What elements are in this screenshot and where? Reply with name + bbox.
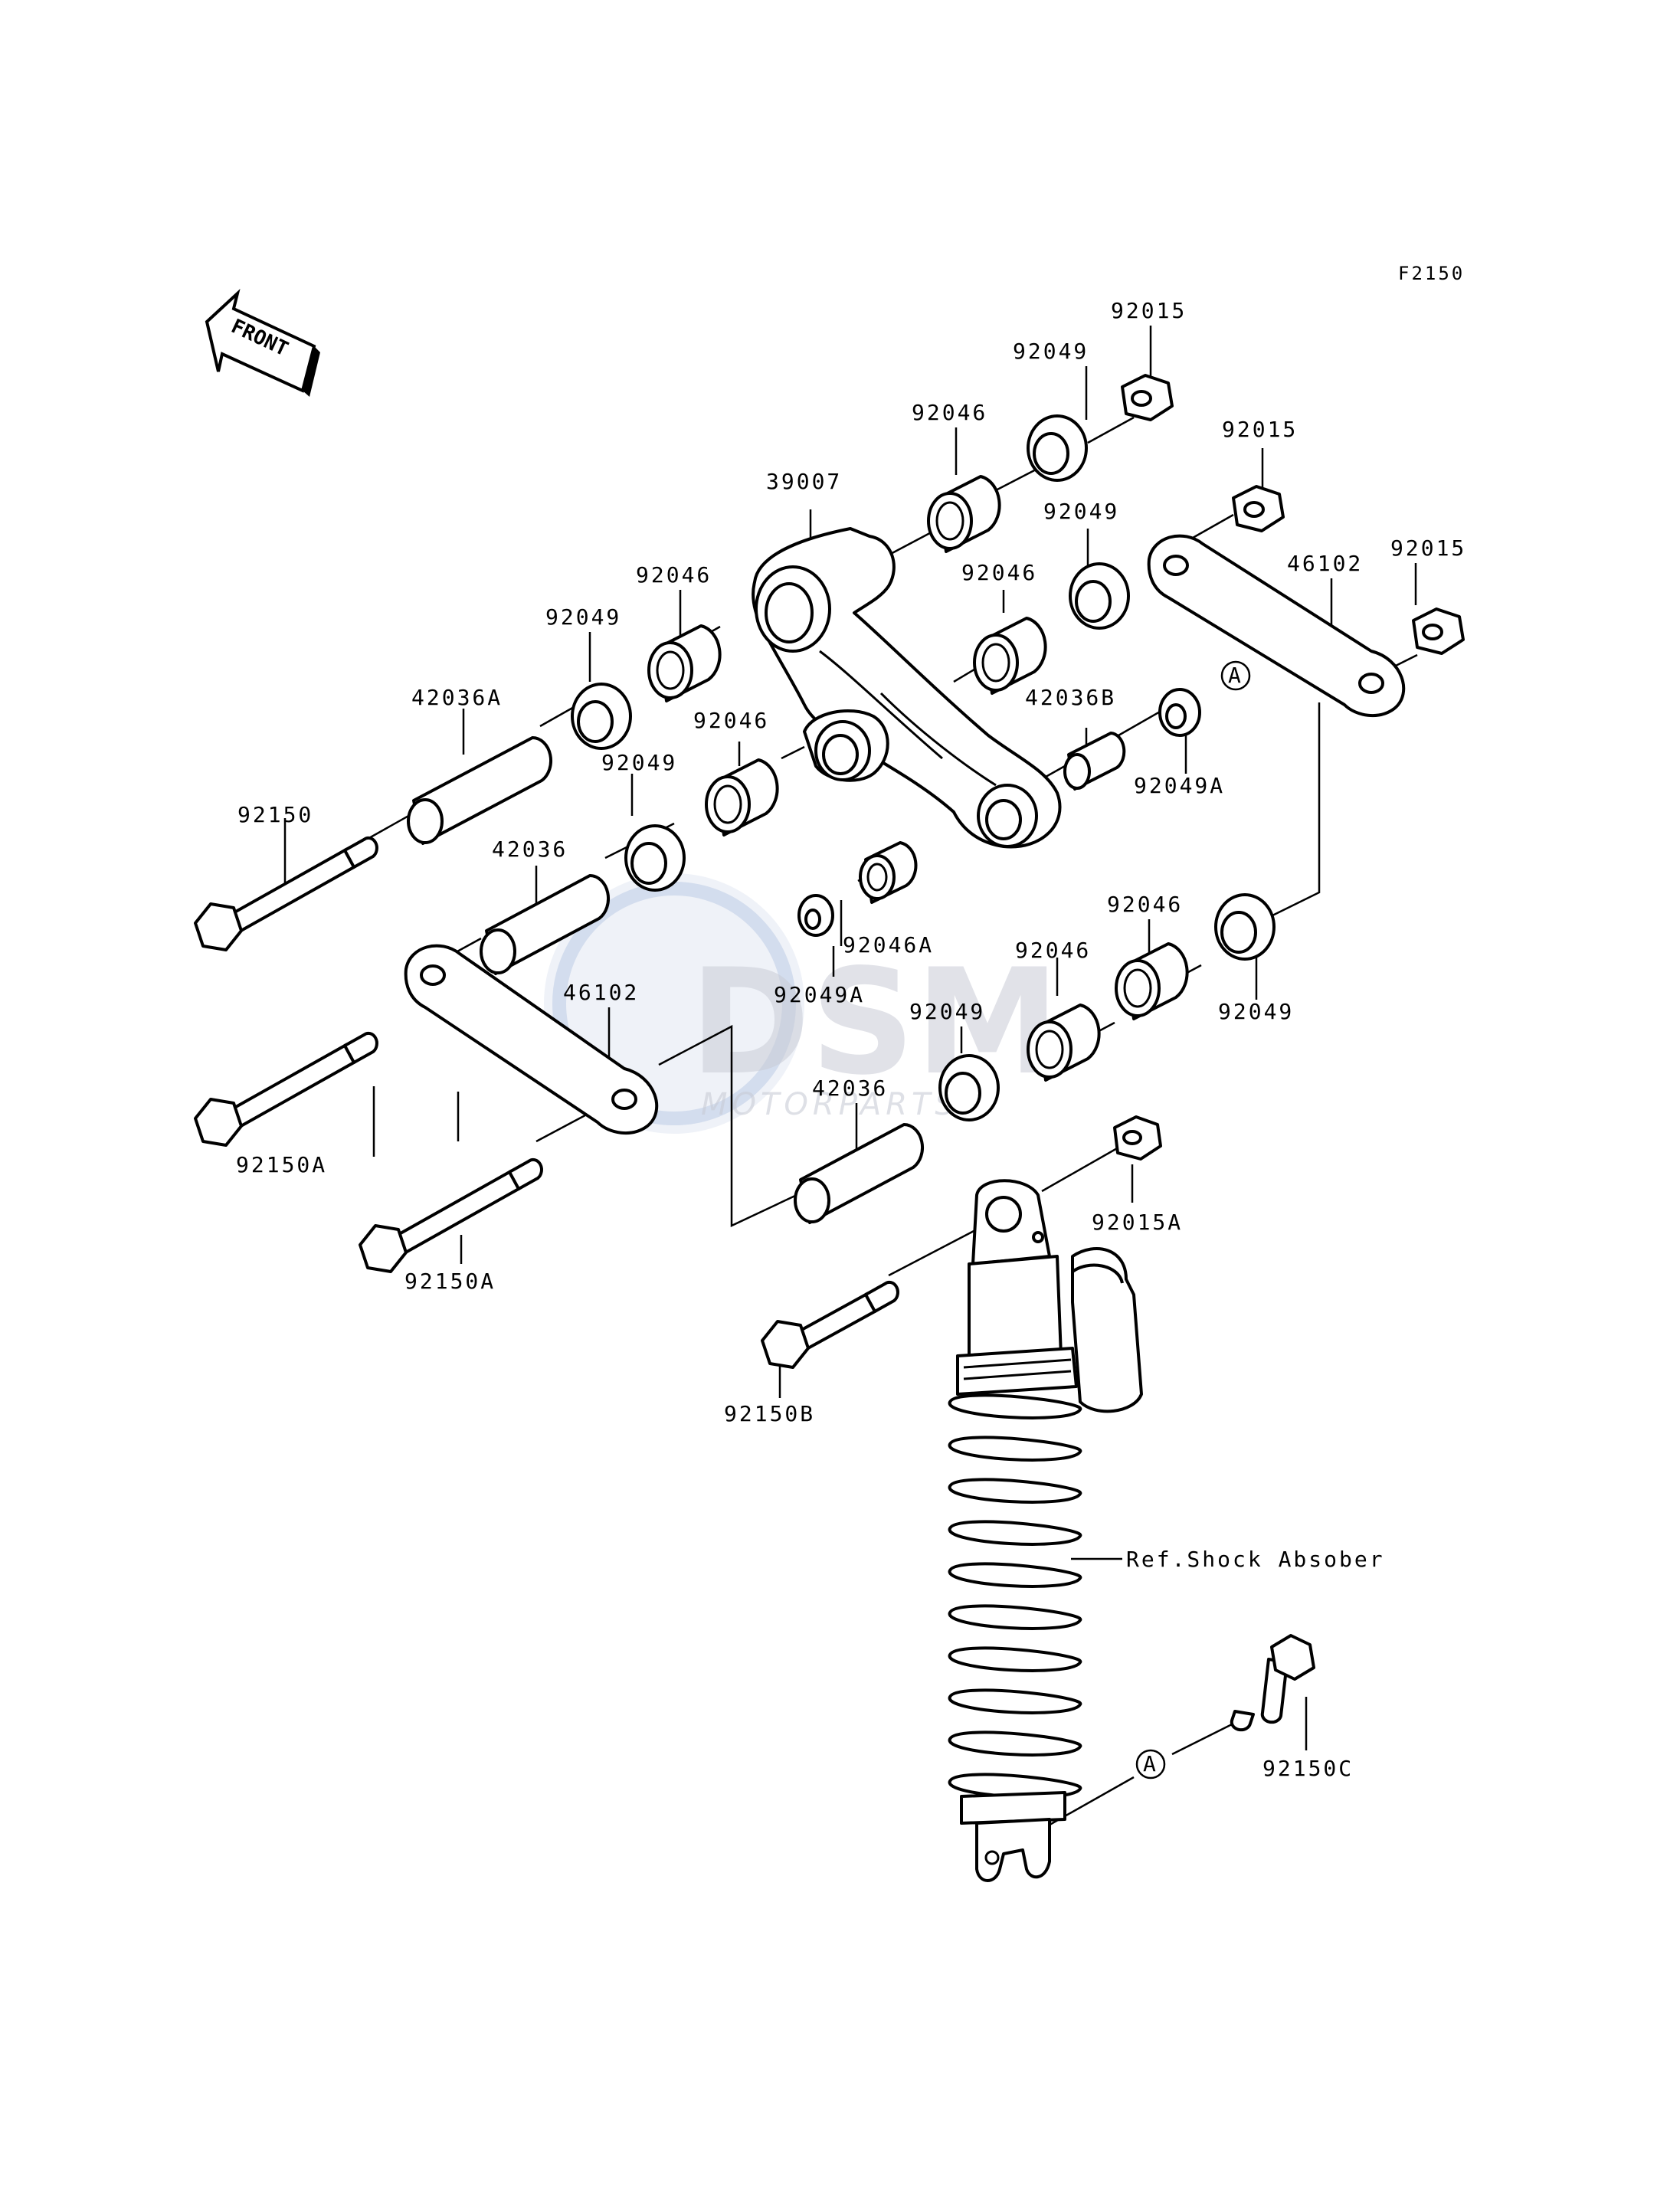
bolt-92150A-lower	[359, 1157, 543, 1273]
bearing-92046-c	[973, 617, 1047, 695]
part-labels: 92015 92049 92046 39007 92015 92049 9201…	[236, 298, 1466, 1781]
bearing-92046A	[859, 841, 918, 904]
nut-92015A	[1113, 1115, 1162, 1161]
label-92150A: 92150A	[236, 1152, 327, 1177]
label-92150C: 92150C	[1262, 1756, 1354, 1781]
label-42036: 42036	[812, 1076, 888, 1101]
callout-a-upper-text: A	[1228, 663, 1243, 688]
label-92046: 92046	[961, 560, 1037, 585]
tie-rod-46102-upper	[1147, 534, 1406, 718]
label-92049: 92049	[545, 604, 621, 630]
seal-92049-b	[1069, 562, 1130, 630]
collar-42036A	[407, 736, 553, 845]
label-92046: 92046	[1107, 892, 1183, 917]
seal-92049-f	[938, 1054, 1000, 1121]
tie-rod-46102-lower	[404, 944, 659, 1135]
label-92150A: 92150A	[404, 1269, 496, 1294]
label-46102: 46102	[563, 980, 639, 1005]
bearing-92046-b	[647, 624, 722, 702]
bolt-92150	[194, 836, 378, 951]
label-42036A: 42036A	[411, 685, 503, 710]
collar-42036-lower	[794, 1123, 925, 1224]
bolt-92150C	[1230, 1634, 1315, 1732]
callout-a-lower: A	[1135, 1749, 1166, 1780]
label-92150B: 92150B	[724, 1401, 815, 1426]
label-92049A: 92049A	[774, 982, 865, 1007]
watermark-sub: MOTORPARTS	[701, 1087, 959, 1122]
seal-92049-c	[571, 683, 632, 750]
collar-42036-upper	[480, 874, 611, 975]
label-92046: 92046	[636, 562, 712, 588]
label-92015A: 92015A	[1092, 1210, 1183, 1235]
nut-92015-right	[1412, 607, 1465, 655]
rocker-arm-39007	[752, 527, 1062, 849]
label-92046A: 92046A	[843, 932, 934, 958]
label-92015: 92015	[1222, 417, 1298, 442]
label-92046: 92046	[1015, 938, 1091, 963]
seal-92049-e	[1214, 893, 1276, 961]
seal-92049A-left	[797, 894, 834, 937]
bolt-92150A-upper	[194, 1031, 378, 1147]
front-arrow-icon: FRONT	[205, 288, 320, 397]
label-46102: 46102	[1287, 551, 1363, 576]
label-92049: 92049	[1013, 339, 1089, 364]
label-shock-ref: Ref.Shock Absober	[1126, 1547, 1385, 1572]
label-92049: 92049	[601, 750, 677, 775]
label-92049: 92049	[1043, 499, 1119, 524]
label-92015: 92015	[1390, 535, 1466, 561]
label-42036: 42036	[492, 837, 568, 862]
bolt-92150B	[761, 1280, 899, 1369]
collar-42036B	[1063, 732, 1126, 791]
callout-a-upper: A	[1220, 660, 1251, 691]
seal-92049A-right	[1158, 688, 1201, 737]
callout-a-lower-text: A	[1143, 1751, 1158, 1776]
label-92046: 92046	[693, 708, 769, 733]
label-92049A: 92049A	[1134, 773, 1225, 798]
label-92015: 92015	[1111, 298, 1187, 323]
nut-92015-mid	[1232, 485, 1285, 532]
label-92150: 92150	[237, 802, 313, 827]
nut-92015-top	[1121, 374, 1174, 421]
seal-92049-a	[1027, 414, 1088, 482]
bearing-92046-d	[705, 758, 779, 837]
spring	[948, 1393, 1082, 1799]
label-92046: 92046	[912, 400, 987, 425]
label-42036B: 42036B	[1025, 685, 1116, 710]
bearing-92046-e	[1115, 942, 1189, 1020]
bearing-92046-f	[1027, 1004, 1101, 1082]
label-39007: 39007	[766, 469, 842, 494]
seal-92049-d	[624, 824, 686, 892]
label-92049: 92049	[909, 999, 985, 1024]
shock-absorber	[948, 1179, 1143, 1882]
label-92049: 92049	[1218, 999, 1294, 1024]
figure-code: F2150	[1398, 263, 1465, 284]
bearing-92046-a	[927, 475, 1001, 553]
